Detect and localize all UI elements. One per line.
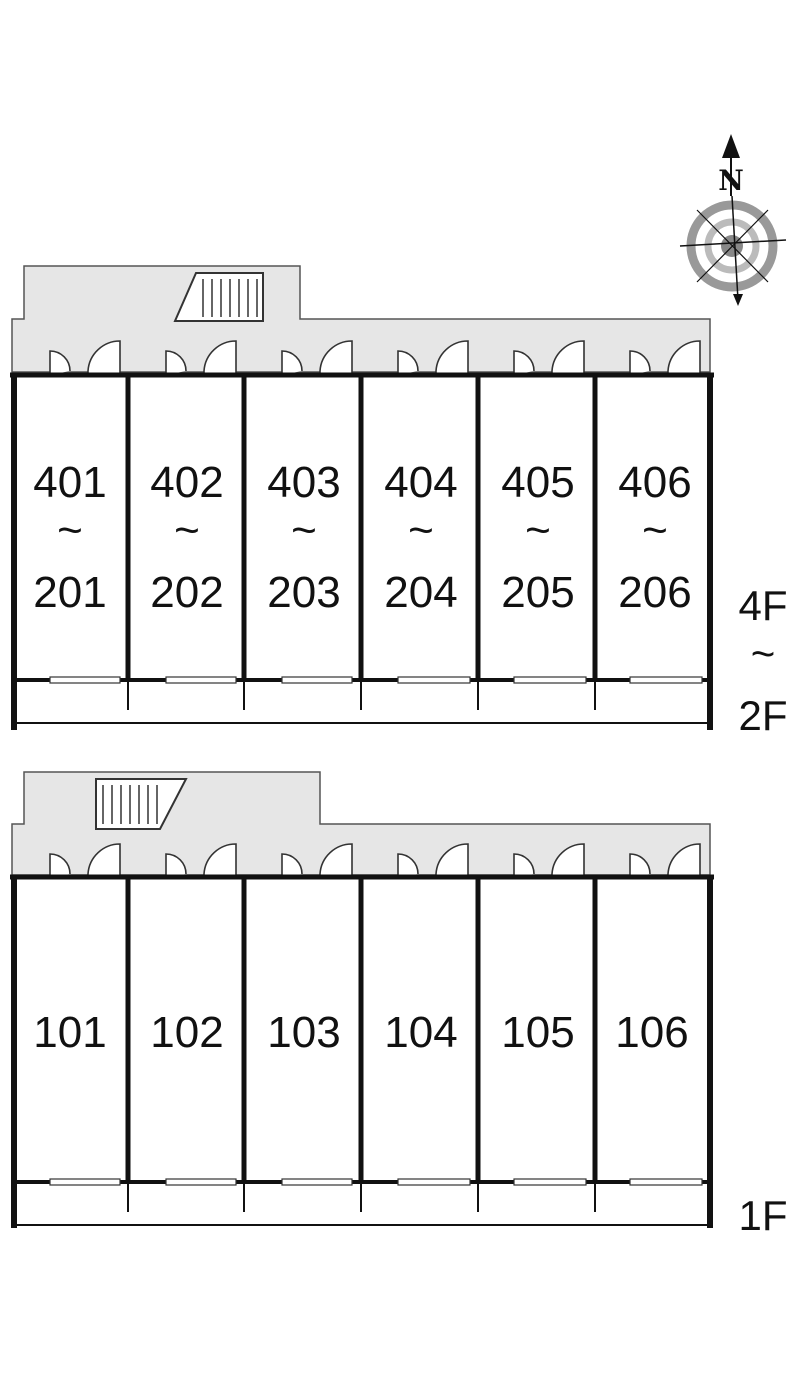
room-103: 103 (267, 1008, 340, 1057)
room-number-top: 401 (33, 458, 106, 507)
upper-walls (10, 372, 714, 730)
room-406-206: 406 ~ 206 (618, 458, 691, 617)
room-102: 102 (150, 1008, 223, 1057)
upper-doors (49, 340, 701, 375)
room-number-bottom: 201 (33, 568, 106, 617)
room-number-top: 406 (618, 458, 691, 507)
room-number-bottom: 202 (150, 568, 223, 617)
room-number-top: 405 (501, 458, 574, 507)
room-101: 101 (33, 1008, 106, 1057)
room-range-sep: ~ (525, 506, 551, 555)
room-number-bottom: 206 (618, 568, 691, 617)
room-number-bottom: 204 (384, 568, 457, 617)
room-range-sep: ~ (291, 506, 317, 555)
lower-block: 101 102 103 104 105 106 1F (10, 771, 788, 1239)
upper-room-labels: 401 ~ 201 402 ~ 202 403 ~ 203 404 ~ 204 … (33, 458, 691, 617)
room-range-sep: ~ (408, 506, 434, 555)
floor-label-top: 4F (738, 582, 787, 629)
room-403-203: 403 ~ 203 (267, 458, 340, 617)
room-number-bottom: 203 (267, 568, 340, 617)
room-401-201: 401 ~ 201 (33, 458, 106, 617)
room-402-202: 402 ~ 202 (150, 458, 223, 617)
lower-windows (49, 1178, 703, 1186)
room-range-sep: ~ (642, 506, 668, 555)
room-104: 104 (384, 1008, 457, 1057)
room-405-205: 405 ~ 205 (501, 458, 574, 617)
floor-label-bottom: 2F (738, 692, 787, 739)
room-range-sep: ~ (57, 506, 83, 555)
north-label: N (718, 164, 744, 197)
room-105: 105 (501, 1008, 574, 1057)
room-range-sep: ~ (174, 506, 200, 555)
room-404-204: 404 ~ 204 (384, 458, 457, 617)
room-106: 106 (615, 1008, 688, 1057)
upper-block: 401 ~ 201 402 ~ 202 403 ~ 203 404 ~ 204 … (10, 265, 788, 739)
lower-room-labels: 101 102 103 104 105 106 (33, 1008, 688, 1057)
lower-doors (49, 843, 701, 878)
lower-stair-icon (95, 778, 188, 830)
compass: N (679, 134, 787, 306)
upper-windows (49, 676, 703, 684)
room-number-top: 403 (267, 458, 340, 507)
lower-floor-label: 1F (738, 1192, 787, 1239)
lower-walls (10, 874, 714, 1228)
compass-rose-icon (679, 195, 787, 306)
upper-stair-icon (173, 272, 264, 322)
north-arrow-icon (722, 134, 740, 196)
room-number-top: 402 (150, 458, 223, 507)
floor-label-sep: ~ (751, 630, 776, 677)
room-number-bottom: 205 (501, 568, 574, 617)
upper-floor-label: 4F ~ 2F (738, 582, 787, 739)
room-number-top: 404 (384, 458, 457, 507)
